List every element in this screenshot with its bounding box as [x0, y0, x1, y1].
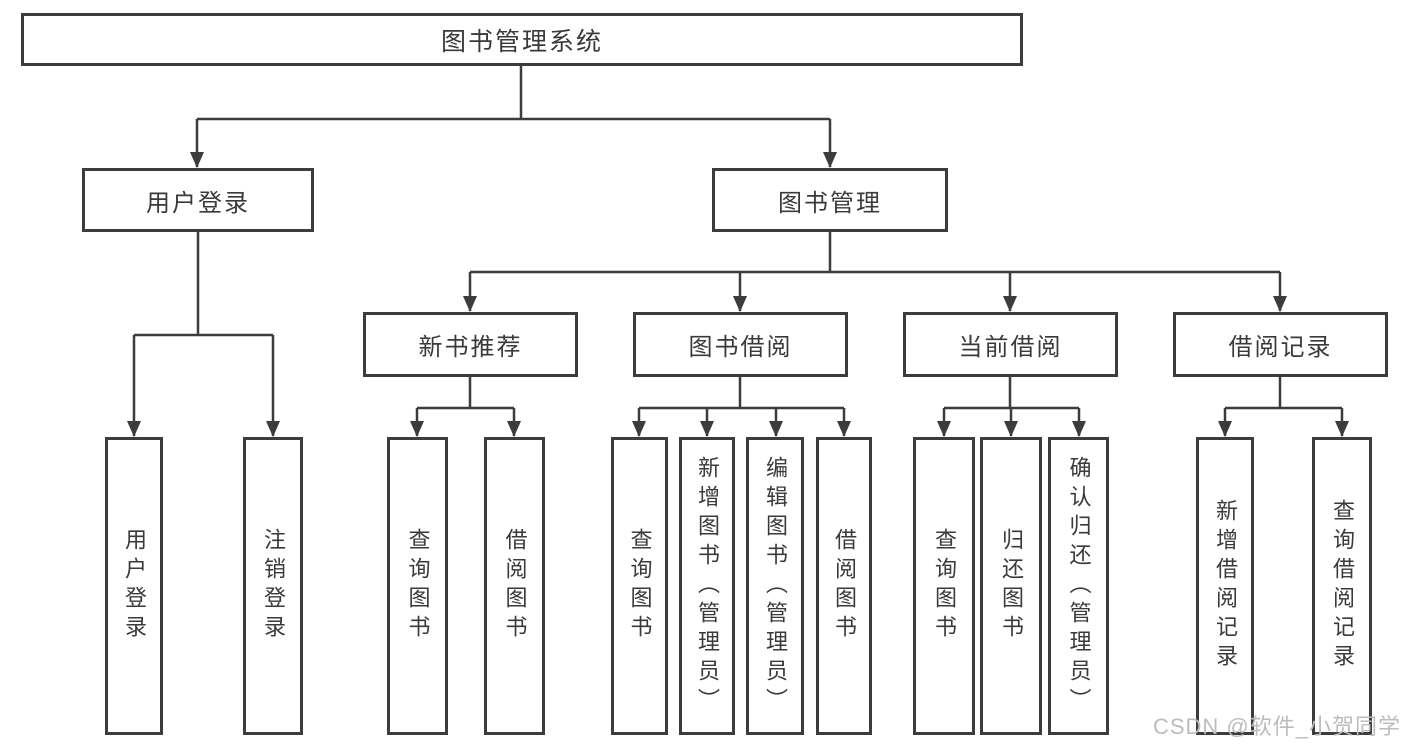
leaf-logout: 注销登录 — [243, 437, 303, 735]
leaf-recommend-borrow-books: 借阅图书 — [484, 437, 545, 735]
node-book-borrow: 图书借阅 — [633, 312, 848, 377]
leaf-borrow-borrow-books: 借阅图书 — [816, 437, 872, 735]
node-user-login: 用户登录 — [82, 168, 314, 232]
node-book-management: 图书管理 — [712, 168, 948, 232]
node-current-borrow: 当前借阅 — [903, 312, 1118, 377]
leaf-borrow-query-books: 查询图书 — [611, 437, 668, 735]
leaf-current-confirm-return-admin: 确认归还（管理员） — [1048, 437, 1109, 735]
leaf-records-query-record: 查询借阅记录 — [1312, 437, 1372, 735]
watermark: CSDN @软件_小贺同学 — [1152, 714, 1401, 739]
leaf-recommend-query-books: 查询图书 — [387, 437, 448, 735]
leaf-current-return-books: 归还图书 — [980, 437, 1042, 735]
leaf-user-login: 用户登录 — [105, 437, 163, 735]
node-new-book-recommend: 新书推荐 — [363, 312, 578, 377]
leaf-borrow-edit-books-admin: 编辑图书（管理员） — [746, 437, 804, 735]
node-borrow-records: 借阅记录 — [1173, 312, 1388, 377]
leaf-current-query-books: 查询图书 — [913, 437, 975, 735]
leaf-borrow-add-books-admin: 新增图书（管理员） — [679, 437, 735, 735]
node-library-management-system: 图书管理系统 — [21, 13, 1023, 66]
leaf-records-add-record: 新增借阅记录 — [1196, 437, 1254, 735]
